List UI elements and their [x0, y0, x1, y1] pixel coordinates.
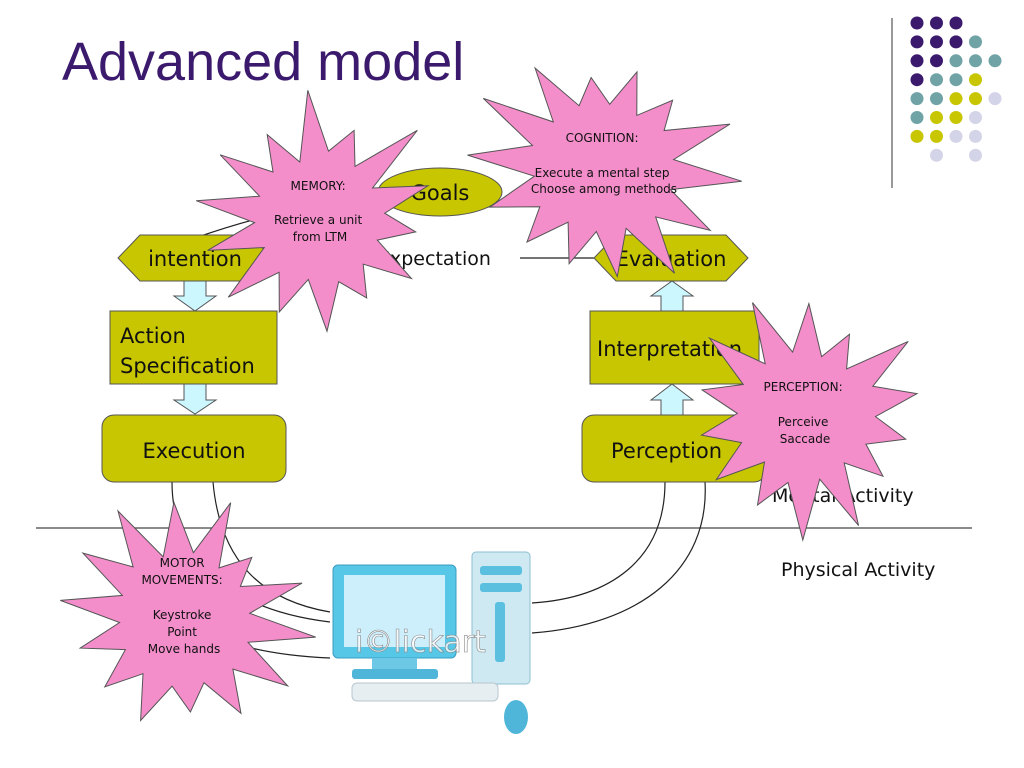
goals-label: Goals: [411, 181, 470, 205]
motor-line-4: Keystroke: [153, 608, 212, 622]
decoration-dot: [969, 35, 982, 49]
decoration-dot: [930, 92, 943, 106]
perception-callout: [700, 301, 919, 543]
decoration-dot: [930, 16, 943, 30]
monitor-stand: [352, 669, 438, 679]
perception-to-interpretation-arrow: [649, 383, 695, 416]
cognition-callout: [467, 66, 742, 279]
cognition-line-1: COGNITION:: [566, 131, 639, 145]
memory-callout-text: MEMORY: Retrieve a unit from LTM: [274, 179, 366, 244]
cognition-line-4: Choose among methods: [531, 182, 677, 196]
decoration-dot: [930, 54, 943, 68]
decoration-dot: [910, 73, 924, 87]
interpretation-to-evaluation-arrow: [649, 280, 695, 312]
mouse: [504, 700, 528, 734]
decoration-dot: [930, 35, 943, 49]
cognition-line-3: Execute a mental step: [535, 166, 670, 180]
monitor-screen: [344, 575, 445, 647]
decoration-dot: [949, 73, 963, 87]
keyboard: [351, 682, 499, 702]
decoration-dot: [910, 16, 924, 30]
decoration-dot: [969, 92, 982, 106]
decoration-dot: [969, 148, 982, 162]
decoration-dot: [949, 35, 963, 49]
action-specification-label-2: Specification: [120, 354, 255, 378]
execution-node: [101, 414, 287, 483]
memory-line-4: from LTM: [293, 230, 347, 244]
memory-line-3: Retrieve a unit: [274, 213, 363, 227]
motor-line-2: MOVEMENTS:: [141, 573, 222, 587]
decoration-dot: [910, 54, 924, 68]
action-specification-label-1: Action: [120, 324, 186, 348]
watermark-text: i©lickart: [355, 625, 486, 660]
physical-activity-label: Physical Activity: [781, 559, 935, 581]
motor-callout-text: MOTOR MOVEMENTS: Keystroke Point Move ha…: [141, 556, 226, 656]
decoration-dot: [930, 111, 943, 124]
decoration-dot: [930, 129, 943, 143]
execution-wire-2: [212, 481, 331, 613]
motor-callout: [60, 500, 316, 722]
cognition-callout-text: COGNITION: Execute a mental step Choose …: [531, 131, 677, 196]
decoration-dot-grid: [910, 16, 1002, 162]
perception-wire-2: [531, 481, 706, 634]
decoration-dot: [910, 111, 924, 124]
decoration-dot: [949, 129, 963, 143]
decoration-dot: [969, 129, 982, 143]
tower-drive-1: [480, 566, 522, 575]
intention-to-action-arrow: [172, 280, 218, 312]
tower-slot: [495, 602, 505, 662]
intention-label: intention: [148, 247, 242, 271]
perception-wire-1: [531, 481, 666, 604]
execution-label: Execution: [142, 439, 245, 463]
page-title: Advanced model: [62, 32, 464, 92]
decoration-dot: [949, 92, 963, 106]
expectation-label: Expectation: [378, 248, 491, 270]
action-to-execution-arrow: [172, 383, 218, 415]
perception-line-4: Saccade: [780, 432, 831, 446]
memory-line-1: MEMORY:: [291, 179, 346, 193]
decoration-dot: [969, 54, 982, 68]
decoration-dot: [949, 111, 963, 124]
perception-line-1: PERCEPTION:: [764, 380, 843, 394]
memory-callout: [196, 90, 430, 333]
monitor-neck: [372, 658, 417, 670]
decoration-dot: [910, 35, 924, 49]
decoration-dot: [930, 73, 943, 87]
decoration-dot: [910, 129, 924, 143]
perception-line-3: Perceive: [778, 415, 829, 429]
motor-line-5: Point: [167, 625, 197, 639]
decoration-dot: [988, 92, 1002, 106]
computer-illustration: i©lickart: [332, 551, 531, 734]
perception-callout-text: PERCEPTION: Perceive Saccade: [764, 380, 847, 446]
perception-label: Perception: [611, 439, 722, 463]
decoration-dot: [930, 148, 943, 162]
decoration-dot: [949, 54, 963, 68]
decoration-dot: [988, 54, 1002, 68]
motor-line-1: MOTOR: [160, 556, 205, 570]
decoration-dot: [969, 73, 982, 87]
decoration-dot: [910, 92, 924, 106]
action-specification-node: [109, 310, 278, 385]
motor-line-6: Move hands: [148, 642, 220, 656]
decoration-dot: [949, 16, 963, 30]
tower-drive-2: [480, 583, 522, 592]
decoration-dot: [969, 111, 982, 124]
